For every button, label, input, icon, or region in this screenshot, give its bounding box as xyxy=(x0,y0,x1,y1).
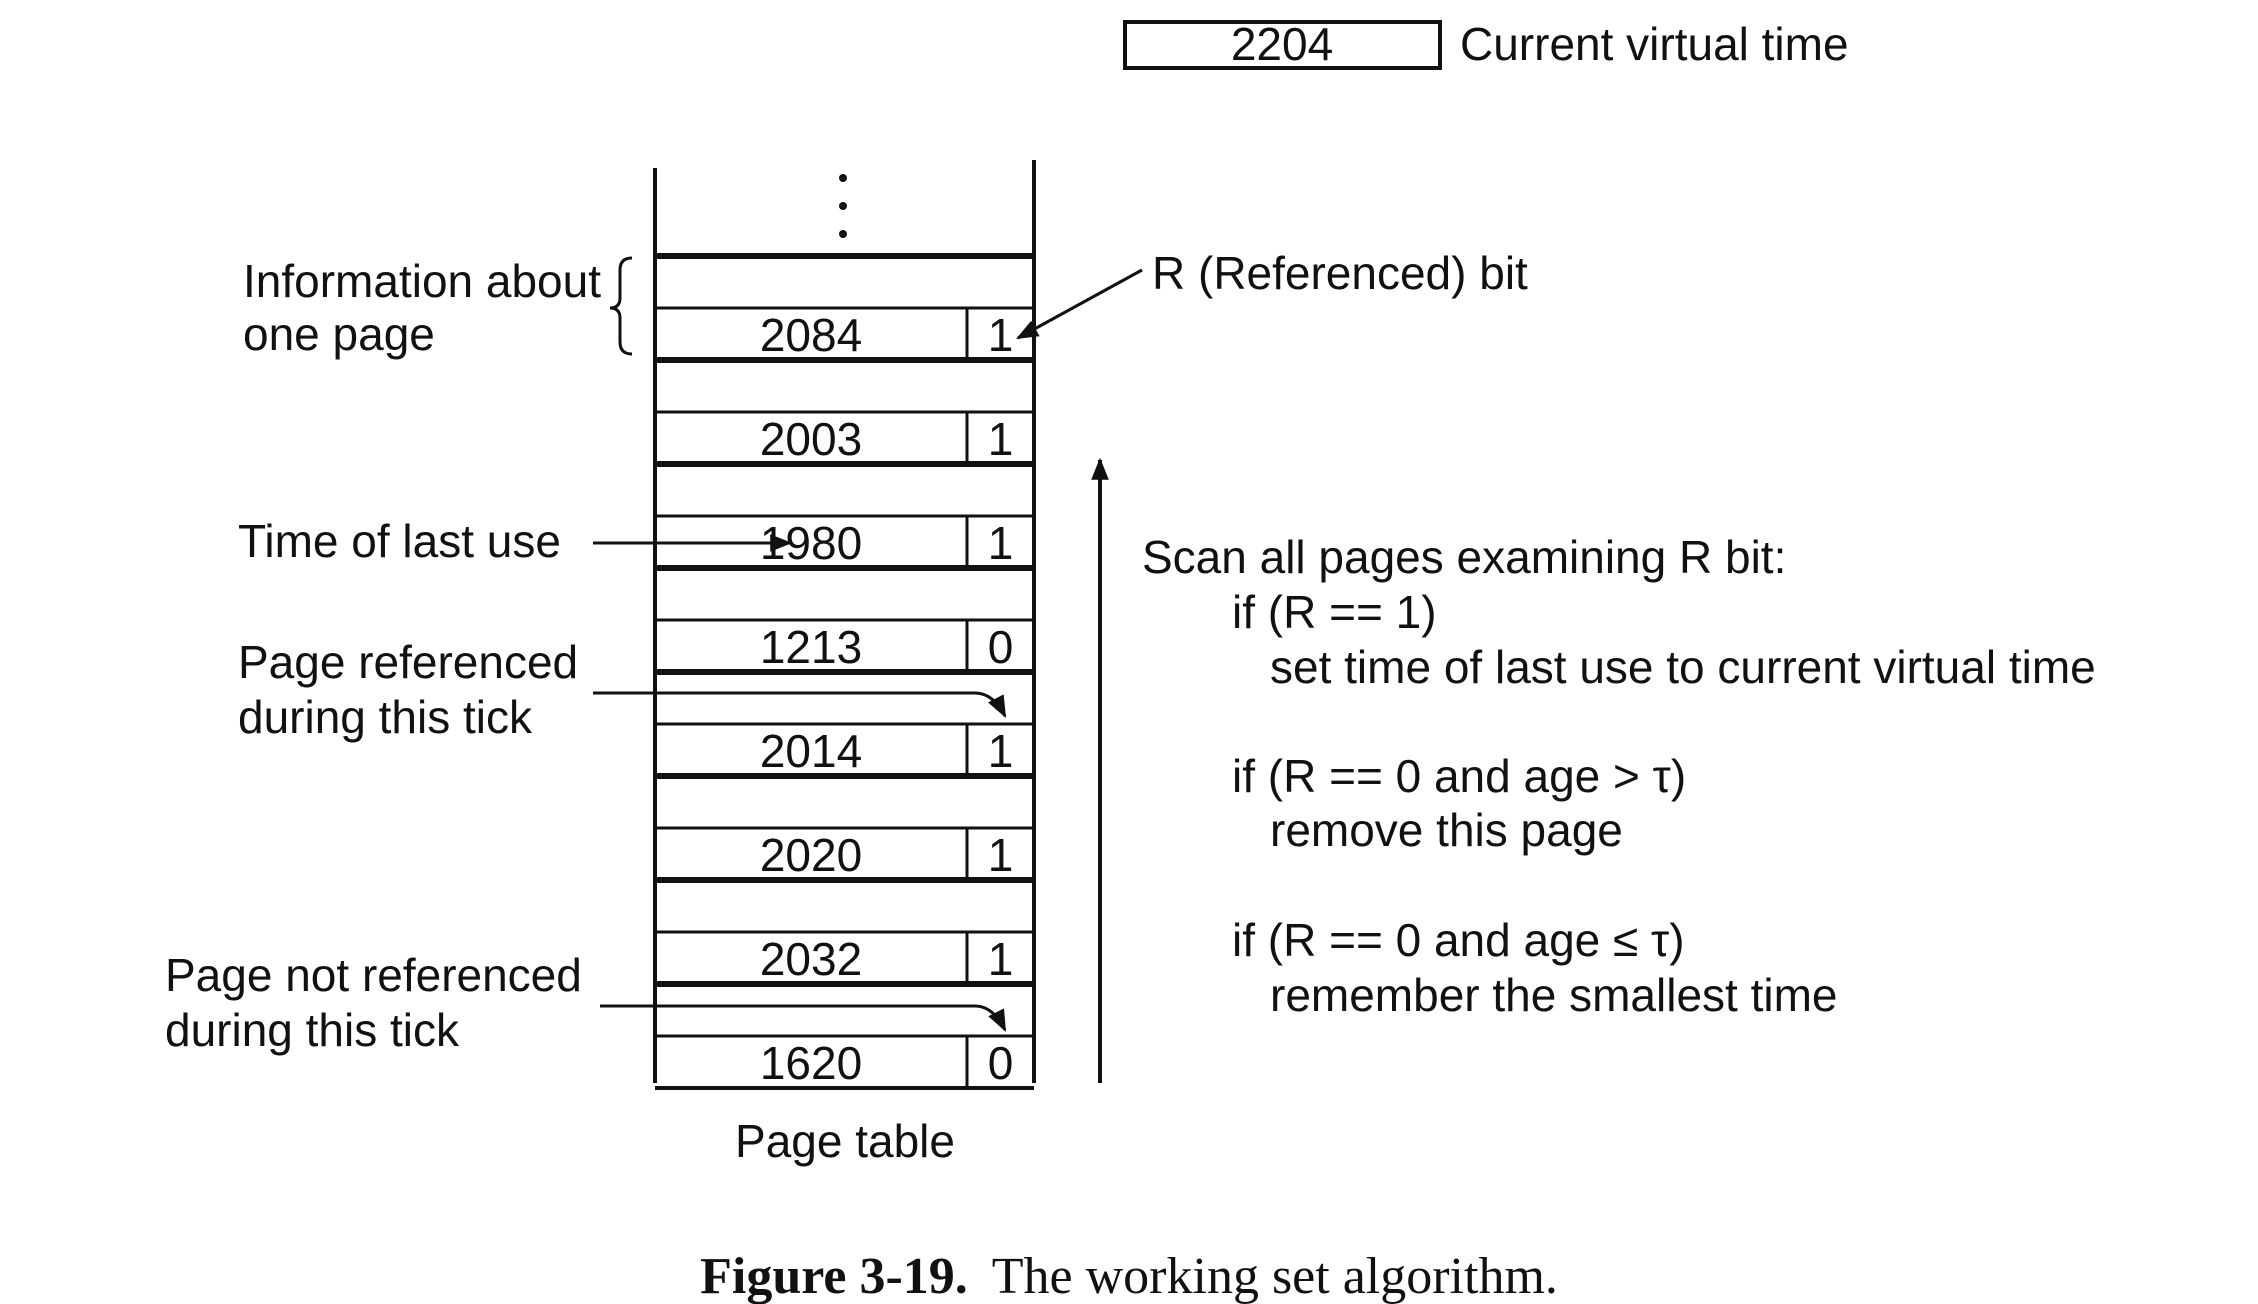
page-referenced-arrow xyxy=(593,691,1007,718)
page-time-value: 2084 xyxy=(760,309,862,361)
time-last-use-label: Time of last use xyxy=(238,515,561,567)
r-bit-value: 1 xyxy=(988,829,1014,881)
r-bit-value: 1 xyxy=(988,309,1014,361)
current-time-value: 2204 xyxy=(1231,18,1333,70)
current-time-box xyxy=(1123,20,1442,70)
r-bit-value: 1 xyxy=(988,413,1014,465)
figure-caption-text: The working set algorithm. xyxy=(992,1248,1558,1304)
r-bit-value: 1 xyxy=(988,517,1014,569)
page-not-referenced-label-line1: Page not referenced xyxy=(165,949,582,1001)
algorithm-line-if-r0-gt: if (R == 0 and age > τ) xyxy=(1232,750,1686,802)
r-bit-value: 1 xyxy=(988,933,1014,985)
page-not-referenced-arrow xyxy=(600,1004,1007,1032)
algorithm-line-if-r0-le: if (R == 0 and age ≤ τ) xyxy=(1232,914,1685,966)
current-time-label: Current virtual time xyxy=(1460,18,1849,70)
algorithm-line-set-time: set time of last use to current virtual … xyxy=(1270,641,2096,693)
figure-caption: Figure 3-19. The working set algorithm. xyxy=(700,1248,1558,1304)
r-bit-value: 1 xyxy=(988,725,1014,777)
brace-icon xyxy=(609,256,633,356)
r-bit-value: 0 xyxy=(988,1037,1014,1089)
r-bit-label: R (Referenced) bit xyxy=(1152,247,1528,299)
page-table-caption: Page table xyxy=(735,1115,955,1167)
page-time-value: 2020 xyxy=(760,829,862,881)
page-not-referenced-label-line2: during this tick xyxy=(165,1004,460,1056)
r-bit-arrow xyxy=(1016,268,1143,340)
algorithm-line-if-r1: if (R == 1) xyxy=(1232,586,1437,638)
page-referenced-label-line1: Page referenced xyxy=(238,636,578,688)
algorithm-line-remove: remove this page xyxy=(1270,804,1623,856)
figure-caption-label: Figure 3-19. xyxy=(700,1248,968,1304)
info-label-line1: Information about xyxy=(243,255,601,307)
page-time-value: 1620 xyxy=(760,1037,862,1089)
algorithm-text: Scan all pages examining R bit: if (R ==… xyxy=(1142,531,2096,1021)
algorithm-line-scan: Scan all pages examining R bit: xyxy=(1142,531,1786,583)
algorithm-line-remember: remember the smallest time xyxy=(1270,969,1838,1021)
info-label-line2: one page xyxy=(243,308,435,360)
page-time-value: 2014 xyxy=(760,725,862,777)
page-time-value: 2003 xyxy=(760,413,862,465)
ellipsis-dots xyxy=(839,174,847,238)
r-bit-value: 0 xyxy=(988,621,1014,673)
page-referenced-label-line2: during this tick xyxy=(238,691,533,743)
page-time-value: 1213 xyxy=(760,621,862,673)
page-time-value: 2032 xyxy=(760,933,862,985)
